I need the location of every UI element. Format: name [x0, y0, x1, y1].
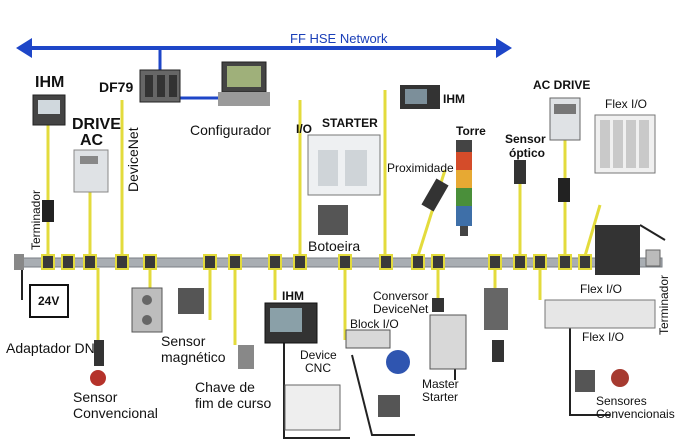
ac-drive-device	[549, 97, 581, 202]
master-starter-module	[484, 288, 508, 362]
chave-fim-de-curso-label-line1: Chave de	[195, 379, 255, 395]
conversor-devicenet-label-line1: Conversor	[373, 289, 429, 303]
drive-ac-label-line2: AC	[80, 132, 104, 149]
io-label: I/O	[296, 122, 313, 136]
botoeira-label: Botoeira	[308, 238, 361, 254]
configurador-label: Configurador	[190, 122, 271, 138]
ihm-top-device	[32, 94, 66, 126]
sensor-magnetico-label-line1: Sensor	[161, 333, 206, 349]
terminator-left	[14, 254, 24, 270]
flex-io-top-label: Flex I/O	[605, 97, 648, 111]
ac-drive-label: AC DRIVE	[533, 78, 591, 92]
terminador-right-label: Terminador	[657, 274, 671, 335]
panel-buttons-device	[131, 287, 163, 333]
terminator-right	[645, 249, 661, 267]
configurador-laptop	[218, 61, 270, 106]
conversor-devicenet-label-line2: DeviceNet	[373, 302, 429, 316]
sensor-optico-label-line1: Sensor	[505, 132, 546, 146]
drive-ac-device	[73, 149, 109, 193]
adaptador-dn-label: Adaptador DN	[6, 340, 95, 356]
flex-io-bottom-label: Flex I/O	[582, 330, 625, 344]
master-starter-label-line2: Starter	[422, 390, 459, 404]
ihm-bottom-device	[264, 302, 318, 344]
device-cnc-label-line2: CNC	[305, 361, 331, 375]
drive-ac-label-line1: DRIVE	[72, 116, 121, 133]
sensor-convencional-device	[90, 370, 106, 386]
ihm-top-label: IHM	[35, 74, 65, 91]
terminator-small-device	[42, 200, 54, 222]
ihm-right-label: IHM	[443, 92, 465, 106]
master-starter-label-line1: Master	[422, 377, 459, 391]
sensores-convencionais-device	[575, 369, 629, 392]
torre-label: Torre	[456, 124, 486, 138]
ff-hse-network-arrow	[16, 38, 512, 58]
adaptador-dn-device	[94, 340, 104, 366]
v24-label: 24V	[38, 294, 60, 308]
block-io-motor	[378, 350, 410, 417]
sensor-magnetico-device	[178, 288, 204, 314]
sensor-convencional-label-line2: Convencional	[73, 405, 158, 421]
ff-hse-network-title: FF HSE Network	[290, 31, 388, 46]
terminador-left-label: Terminador	[29, 189, 43, 250]
flex-io-top-device	[594, 114, 656, 174]
v24-power-supply	[29, 284, 69, 318]
chave-fim-de-curso-device	[238, 345, 254, 369]
ihm-bottom-label: IHM	[282, 289, 304, 303]
sensor-convencional-label-line1: Sensor	[73, 389, 118, 405]
block-io-label: Block I/O	[350, 317, 399, 331]
sensor-magnetico-label-line2: magnético	[161, 349, 226, 365]
starter-device	[307, 134, 381, 196]
tee-connectors	[41, 254, 592, 270]
starter-label: STARTER	[322, 116, 378, 130]
proximidade-sensor	[421, 178, 449, 212]
flex-io-bottom-device	[544, 299, 656, 329]
torre-device	[456, 140, 472, 236]
chave-fim-de-curso-label-line2: fim de curso	[195, 395, 272, 411]
sensores-convencionais-label-line2: Convencionais	[596, 407, 675, 421]
drop-cables	[46, 90, 602, 345]
flex-io-mid-device	[595, 225, 640, 275]
devicenet-label: DeviceNet	[125, 127, 141, 192]
df79-device	[139, 69, 181, 103]
df79-label: DF79	[99, 79, 134, 95]
sensor-optico-device	[514, 160, 526, 184]
botoeira-device	[318, 205, 348, 235]
device-cnc-label-line1: Device	[300, 348, 337, 362]
ihm-right-device	[400, 85, 440, 109]
flex-io-mid-label: Flex I/O	[580, 282, 623, 296]
sensores-convencionais-label-line1: Sensores	[596, 394, 647, 408]
device-cnc-device	[284, 384, 341, 431]
conversor-devicenet-device	[429, 298, 467, 370]
block-io-device	[345, 329, 391, 349]
proximidade-label: Proximidade	[387, 161, 454, 175]
sensor-optico-label-line2: óptico	[509, 146, 545, 160]
